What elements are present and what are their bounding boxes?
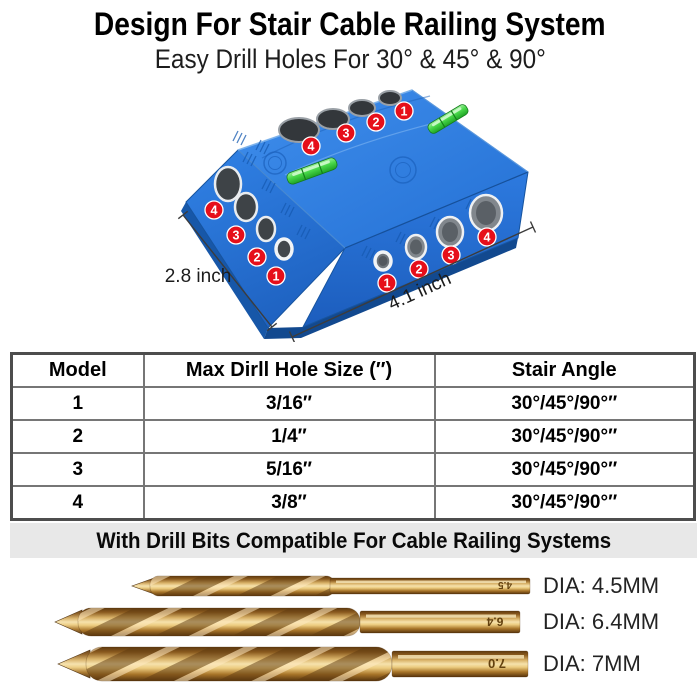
cell-model: 4 (10, 485, 145, 521)
bit-engraving: 4.5 (498, 579, 512, 590)
cell-model: 1 (10, 386, 145, 421)
compat-banner: With Drill Bits Compatible For Cable Rai… (10, 523, 697, 558)
svg-text:4: 4 (308, 140, 315, 154)
hole-number-badge: 4 (204, 200, 224, 220)
jig-base (181, 202, 518, 339)
cell-size: 3/16″ (142, 386, 436, 421)
cell-model: 2 (10, 419, 145, 454)
hole-number-badge: 2 (409, 259, 429, 279)
cell-angle: 30°/45°/90°″ (433, 452, 696, 487)
page-title: Design For Stair Cable Railing System (94, 6, 606, 42)
cell-angle: 30°/45°/90°″ (433, 386, 696, 421)
hole-number-badge: 1 (394, 101, 414, 121)
svg-text:2: 2 (254, 251, 261, 265)
spec-table-header-row: Model Max Dirll Hole Size (″) Stair Angl… (10, 352, 696, 388)
col-header-stair-angle: Stair Angle (433, 352, 696, 388)
drill-hole (378, 90, 402, 106)
drill-hole (278, 117, 320, 143)
front-drill-holes (373, 193, 504, 272)
bubble-level (427, 104, 469, 134)
dimension-label-width: 2.8 inch (165, 266, 232, 287)
top-drill-holes (278, 90, 402, 143)
drill-bit-6.4mm: 6.4 (54, 607, 521, 637)
drill-hole-center (442, 222, 458, 242)
svg-text:3: 3 (343, 127, 350, 141)
spec-table: Model Max Dirll Hole Size (″) Stair Angl… (10, 352, 696, 521)
hole-number-badge: 2 (366, 112, 386, 132)
hole-number-badge: 4 (477, 227, 497, 247)
svg-text:1: 1 (384, 277, 391, 291)
hole-number-badge: 4 (301, 136, 321, 156)
hole-number-badge: 2 (247, 247, 267, 267)
drill-bit-dia-label: DIA: 4.5MM (543, 573, 659, 598)
embossed-logo (263, 151, 287, 175)
cell-model: 3 (10, 452, 145, 487)
svg-text:2: 2 (373, 116, 380, 130)
col-header-model: Model (10, 352, 145, 388)
drill-hole-center (378, 256, 388, 266)
table-row: 2 1/4″ 30°/45°/90°″ (10, 419, 696, 454)
svg-text:4: 4 (211, 204, 218, 218)
drill-bit-7mm: 7.0 (57, 646, 529, 682)
cell-size: 5/16″ (142, 452, 436, 487)
drill-hole-center (410, 239, 422, 255)
bit-engraving: 6.4 (486, 615, 503, 629)
table-row: 4 3/8″ 30°/45°/90°″ (10, 485, 696, 521)
drill-hole (233, 191, 259, 223)
dimension-width: 2.8 inch (165, 210, 278, 332)
svg-text:3: 3 (233, 229, 240, 243)
hole-number-badge: 1 (266, 266, 286, 286)
table-row: 1 3/16″ 30°/45°/90°″ (10, 386, 696, 421)
hole-number-badge: 3 (226, 225, 246, 245)
table-row: 3 5/16″ 30°/45°/90°″ (10, 452, 696, 487)
bubble-level (286, 157, 338, 185)
left-drill-holes (213, 165, 294, 261)
hole-number-badge: 1 (377, 273, 397, 293)
drill-bit-dia-label: DIA: 7MM (543, 651, 641, 676)
svg-text:2: 2 (416, 263, 423, 277)
drill-hole-center (476, 201, 496, 225)
drill-hole (274, 237, 294, 261)
page-subtitle: Easy Drill Holes For 30° & 45° & 90° (154, 44, 546, 74)
drill-hole (213, 165, 243, 203)
hole-number-badge: 3 (441, 245, 461, 265)
drill-hole (316, 108, 350, 130)
cell-size: 1/4″ (142, 419, 436, 454)
drill-hole (255, 215, 277, 243)
col-header-hole-size: Max Dirll Hole Size (″) (142, 352, 436, 388)
svg-text:4: 4 (484, 231, 491, 245)
embossed-logo (389, 156, 417, 184)
drill-hole (348, 99, 376, 117)
drill-bits-figure: 4.5 DIA: 4.5MM 6.4 DIA: 6.4MM 7.0 DIA: 7… (54, 573, 659, 682)
cell-angle: 30°/45°/90°″ (433, 485, 696, 521)
bit-engraving: 7.0 (488, 656, 506, 671)
cell-angle: 30°/45°/90°″ (433, 419, 696, 454)
drill-bit-dia-label: DIA: 6.4MM (543, 609, 659, 634)
compat-banner-text: With Drill Bits Compatible For Cable Rai… (96, 527, 611, 553)
svg-text:1: 1 (273, 270, 280, 284)
hole-number-badge: 3 (336, 123, 356, 143)
drill-bit-4.5mm: 4.5 (131, 575, 531, 597)
svg-text:1: 1 (401, 105, 408, 119)
product-illustration: 1 2 3 4 4 3 (165, 89, 537, 342)
cell-size: 3/8″ (142, 485, 436, 521)
svg-text:3: 3 (448, 249, 455, 263)
